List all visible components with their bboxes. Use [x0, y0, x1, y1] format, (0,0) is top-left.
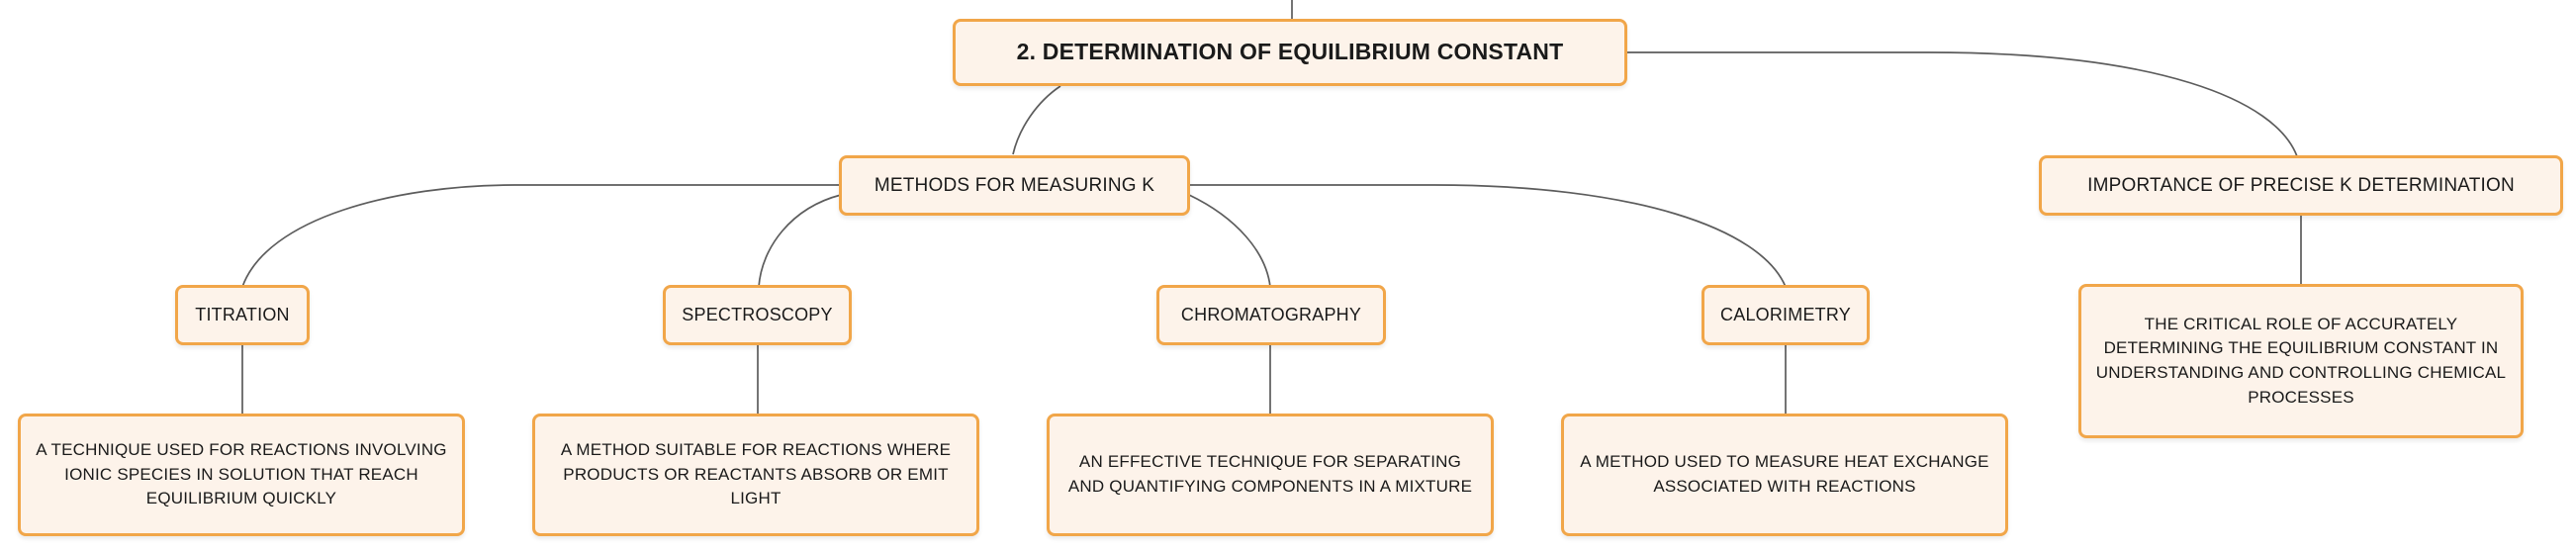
chromatography-description-node[interactable]: AN EFFECTIVE TECHNIQUE FOR SEPARATING AN… — [1047, 414, 1494, 536]
root-node[interactable]: 2. DETERMINATION OF EQUILIBRIUM CONSTANT — [953, 19, 1627, 86]
calorimetry-node-label: CALORIMETRY — [1720, 305, 1851, 325]
spectroscopy-description-node[interactable]: A METHOD SUITABLE FOR REACTIONS WHERE PR… — [532, 414, 979, 536]
connector-methods-to-calorimetry — [1189, 184, 1787, 288]
connector-root-to-importance — [1627, 51, 2298, 157]
importance-node[interactable]: IMPORTANCE OF PRECISE K DETERMINATION — [2039, 155, 2563, 216]
chromatography-node-label: CHROMATOGRAPHY — [1180, 305, 1362, 325]
importance-node-label: IMPORTANCE OF PRECISE K DETERMINATION — [2087, 174, 2515, 196]
spectroscopy-description-text: A METHOD SUITABLE FOR REACTIONS WHERE PR… — [560, 440, 952, 508]
calorimetry-description-node[interactable]: A METHOD USED TO MEASURE HEAT EXCHANGE A… — [1561, 414, 2008, 536]
connector-methods-to-titration — [241, 184, 841, 288]
calorimetry-description-text: A METHOD USED TO MEASURE HEAT EXCHANGE A… — [1580, 452, 1989, 496]
methods-node-label: METHODS FOR MEASURING K — [874, 174, 1155, 196]
chromatography-description-text: AN EFFECTIVE TECHNIQUE FOR SEPARATING AN… — [1067, 452, 1473, 496]
titration-description-text: A TECHNIQUE USED FOR REACTIONS INVOLVING… — [36, 440, 447, 508]
methods-node[interactable]: METHODS FOR MEASURING K — [839, 155, 1190, 216]
titration-description-node[interactable]: A TECHNIQUE USED FOR REACTIONS INVOLVING… — [18, 414, 465, 536]
importance-description-text: THE CRITICAL ROLE OF ACCURATELY DETERMIN… — [2095, 314, 2507, 407]
titration-node[interactable]: TITRATION — [175, 285, 310, 345]
titration-node-label: TITRATION — [195, 305, 290, 325]
chromatography-node[interactable]: CHROMATOGRAPHY — [1156, 285, 1386, 345]
importance-description-node[interactable]: THE CRITICAL ROLE OF ACCURATELY DETERMIN… — [2078, 284, 2524, 438]
calorimetry-node[interactable]: CALORIMETRY — [1702, 285, 1870, 345]
root-node-label: 2. DETERMINATION OF EQUILIBRIUM CONSTANT — [1016, 39, 1564, 65]
connector-methods-to-spectroscopy — [758, 194, 842, 288]
connector-methods-to-chromatography — [1188, 194, 1271, 288]
connector-root-to-methods — [1012, 85, 1061, 155]
spectroscopy-node-label: SPECTROSCOPY — [682, 305, 833, 325]
spectroscopy-node[interactable]: SPECTROSCOPY — [663, 285, 852, 345]
